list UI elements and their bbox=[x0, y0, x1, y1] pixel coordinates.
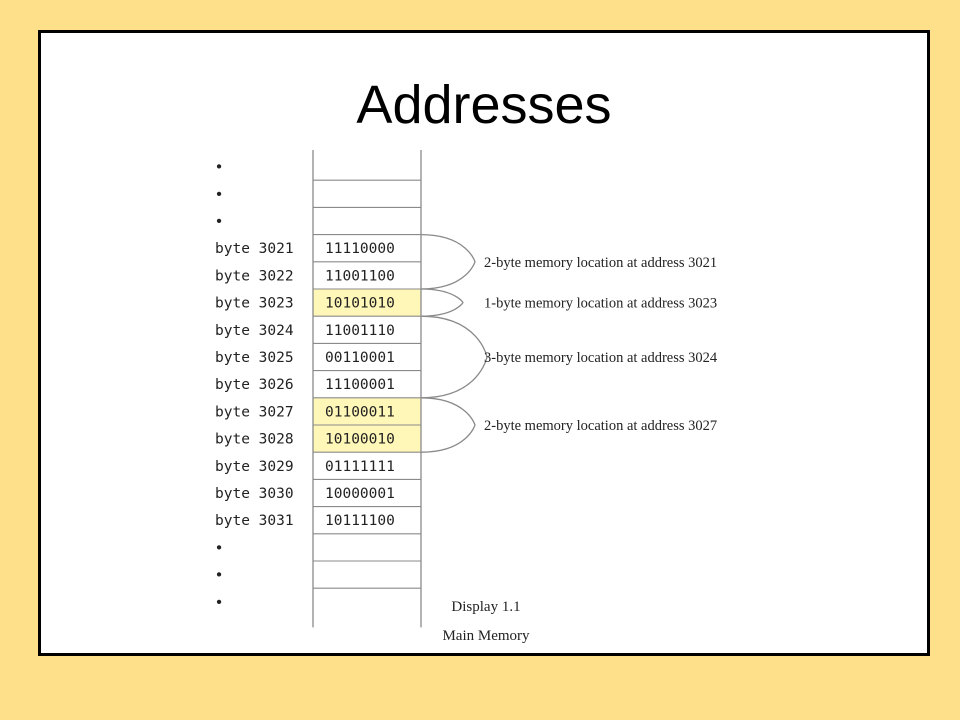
highlight-cell bbox=[313, 425, 421, 453]
location-annotation: 3-byte memory location at address 3024 bbox=[484, 350, 718, 366]
byte-value: 10100010 bbox=[325, 432, 395, 448]
location-bracket bbox=[420, 397, 476, 453]
memory-diagram: • • • byte 3021 11110000 byte 3022 11001100 byt… bbox=[215, 150, 718, 644]
byte-labels: • • • byte 3021 11110000 byte 3022 11001100 byt… bbox=[215, 159, 395, 611]
byte-value: 10111100 bbox=[325, 513, 395, 529]
byte-address-label: byte 3031 bbox=[215, 513, 294, 529]
location-annotation: 2-byte memory location at address 3021 bbox=[484, 255, 717, 271]
location-bracket bbox=[420, 233, 476, 290]
byte-address-label: byte 3023 bbox=[215, 296, 294, 312]
byte-address-label: byte 3029 bbox=[215, 459, 294, 475]
memory-cells bbox=[312, 150, 422, 628]
byte-address-label: byte 3024 bbox=[215, 323, 294, 339]
caption-display-number: Display 1.1 bbox=[451, 599, 520, 615]
highlight-cell bbox=[313, 289, 421, 317]
ellipsis-dot: • bbox=[216, 159, 222, 176]
ellipsis-dot: • bbox=[216, 213, 222, 230]
ellipsis-dot: • bbox=[216, 567, 222, 584]
byte-address-label: byte 3025 bbox=[215, 350, 294, 366]
byte-address-label: byte 3022 bbox=[215, 268, 294, 284]
location-annotation: 1-byte memory location at address 3023 bbox=[484, 296, 717, 312]
caption-main-memory: Main Memory bbox=[442, 628, 530, 644]
byte-address-label: byte 3026 bbox=[215, 377, 294, 393]
byte-value: 11100001 bbox=[325, 377, 395, 393]
byte-value: 10000001 bbox=[325, 486, 395, 502]
location-annotation: 2-byte memory location at address 3027 bbox=[484, 418, 717, 434]
ellipsis-dot: • bbox=[216, 186, 222, 203]
location-bracket bbox=[420, 315, 488, 399]
location-brackets: 2-byte memory location at address 3021 1-… bbox=[420, 233, 718, 453]
byte-address-label: byte 3021 bbox=[215, 241, 294, 257]
slide: Addresses • • • byte 3021 11110000 byte 3022 1… bbox=[38, 30, 930, 656]
byte-value: 10101010 bbox=[325, 296, 395, 312]
ellipsis-dot: • bbox=[216, 594, 222, 611]
byte-address-label: byte 3028 bbox=[215, 432, 294, 448]
byte-value: 00110001 bbox=[325, 350, 395, 366]
byte-address-label: byte 3030 bbox=[215, 486, 294, 502]
ellipsis-dot: • bbox=[216, 539, 222, 556]
byte-value: 11110000 bbox=[325, 241, 395, 257]
highlight-cell bbox=[313, 397, 421, 425]
byte-value: 11001110 bbox=[325, 323, 395, 339]
byte-value: 01100011 bbox=[325, 404, 395, 420]
byte-address-label: byte 3027 bbox=[215, 404, 294, 420]
byte-value: 01111111 bbox=[325, 459, 395, 475]
slide-title: Addresses bbox=[356, 75, 612, 135]
location-bracket bbox=[420, 288, 464, 317]
byte-value: 11001100 bbox=[325, 268, 395, 284]
